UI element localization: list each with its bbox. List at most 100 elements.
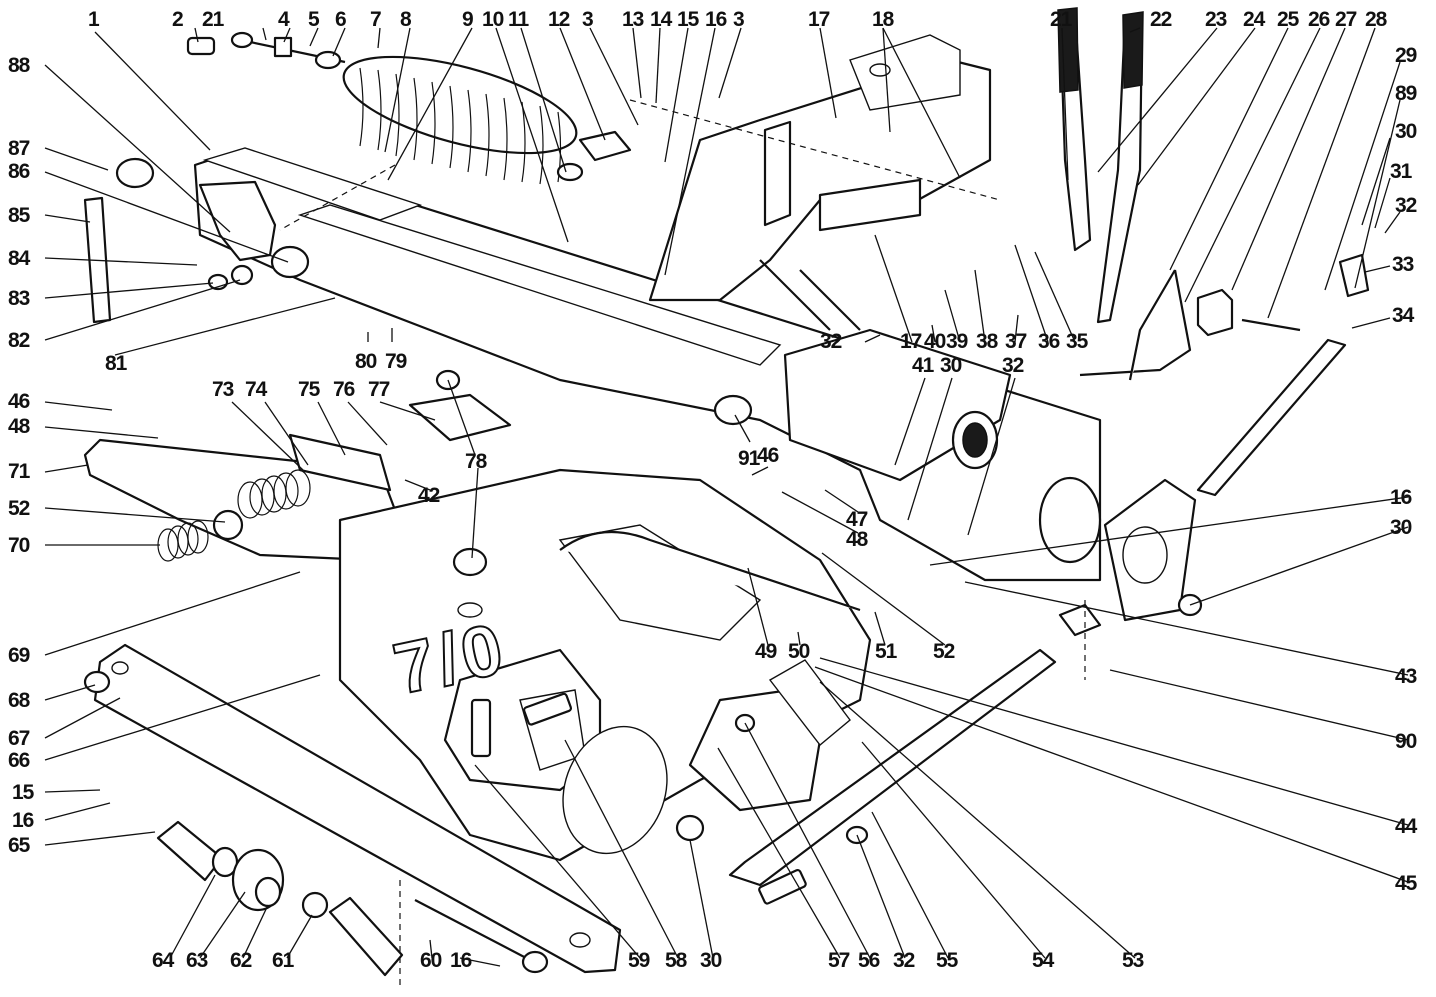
- callout-34: 34: [1392, 304, 1415, 327]
- callout-57: 57: [828, 949, 850, 972]
- callout-15b: 15: [12, 781, 35, 804]
- callout-53: 53: [1122, 949, 1144, 972]
- callout-67: 67: [8, 727, 30, 750]
- pin-2: [186, 36, 216, 56]
- callout-71: 71: [8, 460, 31, 483]
- callout-38: 38: [976, 330, 999, 353]
- callout-54: 54: [1032, 949, 1055, 972]
- callout-58: 58: [665, 949, 688, 972]
- mount-plate-hole: [1122, 526, 1168, 584]
- callout-65: 65: [8, 834, 31, 857]
- callout-49: 49: [755, 640, 777, 663]
- spacer-82: [230, 264, 254, 286]
- pedal-right-grip: [1122, 11, 1144, 89]
- long-rod: [1196, 338, 1347, 497]
- callout-17b: 17: [900, 330, 922, 353]
- callout-4: 4: [278, 8, 290, 31]
- callout-47: 47: [846, 508, 868, 531]
- callout-3b: 3: [733, 8, 744, 31]
- callout-6: 6: [335, 8, 346, 31]
- callout-15: 15: [677, 8, 700, 31]
- callout-50: 50: [788, 640, 810, 663]
- callout-42: 42: [418, 484, 440, 507]
- arm-49: [559, 530, 861, 612]
- bolt-60-head: [521, 950, 549, 974]
- callout-60: 60: [420, 949, 442, 972]
- bushing-68: [83, 670, 111, 694]
- callout-39: 39: [946, 330, 968, 353]
- callout-27: 27: [1335, 8, 1357, 31]
- callout-79: 79: [385, 350, 407, 373]
- frame-hole-top: [869, 63, 891, 77]
- tube-65: [156, 820, 224, 882]
- callout-46b: 46: [757, 444, 779, 467]
- callout-25: 25: [1277, 8, 1300, 31]
- callout-32d: 32: [893, 949, 915, 972]
- callout-1: 1: [88, 8, 100, 31]
- pin-11: [556, 162, 584, 182]
- callout-11: 11: [508, 8, 530, 31]
- pedal-left-grip: [1057, 7, 1079, 93]
- callout-81: 81: [105, 352, 128, 375]
- callout-16b: 16: [1390, 486, 1412, 509]
- callout-64: 64: [152, 949, 175, 972]
- callout-80: 80: [355, 350, 377, 373]
- pedal-return-rod: [1128, 269, 1176, 381]
- cutaway-circle: [562, 725, 668, 855]
- bolt-59: [470, 698, 492, 758]
- bolt-43: [1058, 603, 1102, 637]
- callout-83: 83: [8, 287, 30, 310]
- clevis-33: [1338, 253, 1370, 298]
- callout-3: 3: [582, 8, 593, 31]
- upper-frame: [648, 58, 992, 302]
- callout-52b: 52: [933, 640, 955, 663]
- spring-bracket: [288, 433, 392, 492]
- callout-45: 45: [1395, 872, 1418, 895]
- arm-hole-left: [111, 661, 129, 675]
- callout-22: 22: [1150, 8, 1172, 31]
- cross-bar: [818, 178, 922, 232]
- callout-24: 24: [1243, 8, 1266, 31]
- callout-labels: 1 2 21 4 5 6 7 8 9 10 11 12 3 13 14 15 1…: [8, 8, 1419, 972]
- callout-16: 16: [705, 8, 727, 31]
- frame-hole-large: [1038, 476, 1102, 564]
- callout-85: 85: [8, 204, 31, 227]
- callout-17: 17: [808, 8, 830, 31]
- callout-13: 13: [622, 8, 644, 31]
- sleeve: [328, 896, 404, 977]
- link-plates: [768, 659, 851, 747]
- callout-40: 40: [924, 330, 946, 353]
- callout-32c: 32: [1002, 354, 1024, 377]
- parts-drawing: 7/0: [83, 7, 1370, 985]
- bolt-60: [414, 899, 531, 961]
- upper-frame-plate: [849, 34, 961, 111]
- callout-9: 9: [462, 8, 473, 31]
- frame-leg-1: [759, 259, 831, 331]
- callout-33: 33: [1392, 253, 1414, 276]
- callout-16d: 16: [450, 949, 472, 972]
- callout-90: 90: [1395, 730, 1417, 753]
- spring-70: [157, 520, 209, 562]
- tube-bore-inner: [962, 422, 988, 458]
- callout-87: 87: [8, 137, 30, 160]
- lower-arm-67: [93, 643, 622, 974]
- callout-29: 29: [1395, 44, 1417, 67]
- callout-59: 59: [628, 949, 650, 972]
- hook-6: [314, 50, 342, 70]
- callout-76: 76: [333, 378, 355, 401]
- callout-86: 86: [8, 160, 30, 183]
- callout-78: 78: [465, 450, 488, 473]
- callout-8: 8: [400, 8, 412, 31]
- main-rail: [193, 148, 1102, 582]
- callout-74: 74: [245, 378, 268, 401]
- callout-18: 18: [872, 8, 895, 31]
- nut-5: [273, 36, 293, 58]
- callout-32b: 32: [820, 330, 842, 353]
- callout-66: 66: [8, 749, 30, 772]
- callout-30: 30: [1395, 120, 1417, 143]
- callout-12: 12: [548, 8, 570, 31]
- callout-91: 91: [738, 447, 761, 470]
- block-77: [408, 393, 512, 442]
- callout-21b: 21: [1050, 8, 1073, 31]
- callout-48b: 48: [846, 528, 869, 551]
